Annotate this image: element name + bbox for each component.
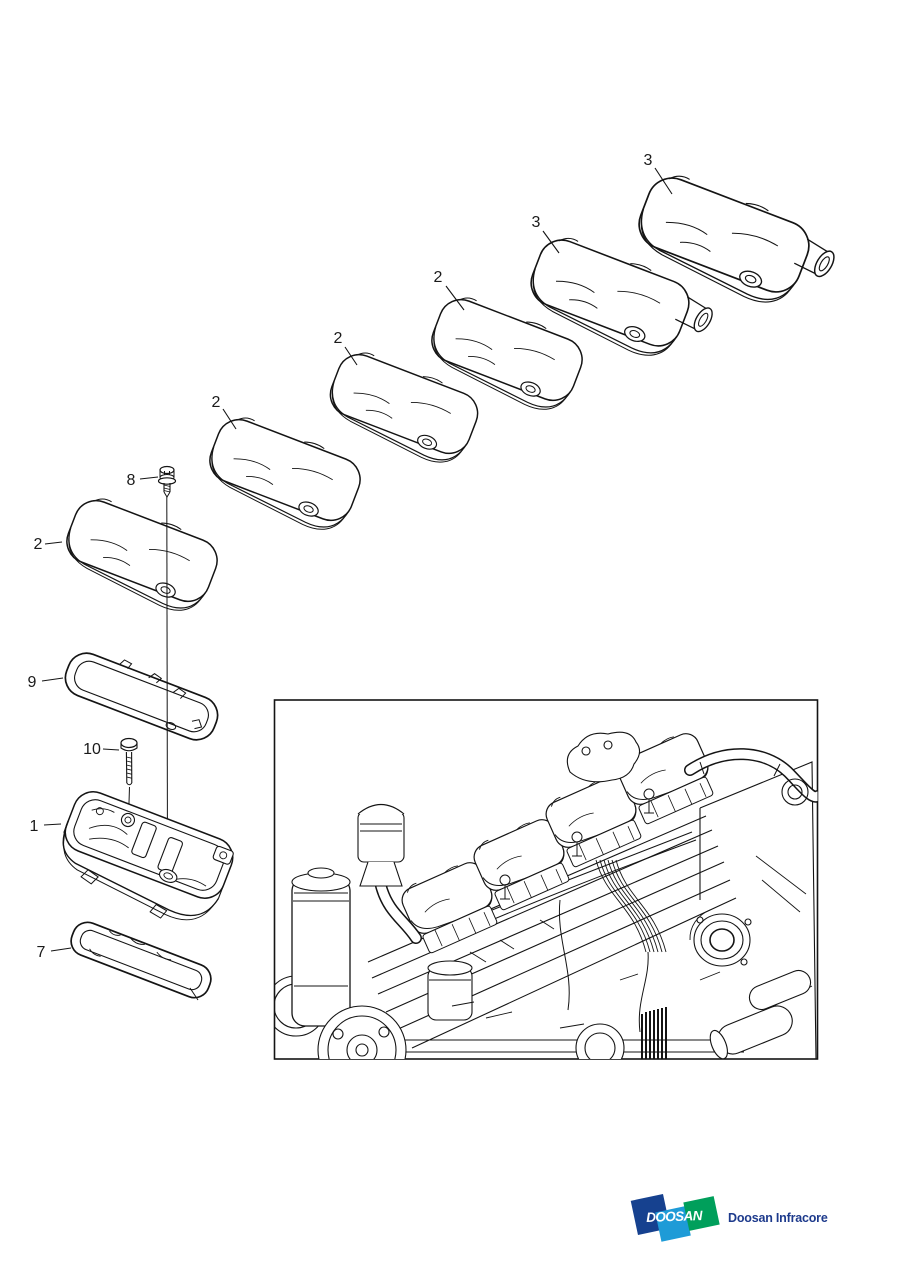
breather-screw — [157, 465, 177, 498]
lower-gasket — [70, 921, 212, 999]
logo-wordmark: DOOSAN — [645, 1208, 703, 1225]
assembly-axis-line — [166, 496, 168, 876]
callout-2-c: 2 — [212, 394, 221, 411]
callout-2-a: 2 — [434, 269, 443, 286]
gasket-pin — [189, 987, 199, 1001]
flange-bolt — [120, 737, 138, 786]
callout-3-rear: 3 — [644, 152, 653, 169]
upper-gasket — [64, 652, 219, 741]
valve-cover-2-d — [55, 490, 226, 621]
callout-leaders — [41, 167, 673, 952]
callout-9: 9 — [28, 674, 37, 691]
valve-cover-2-c — [198, 409, 369, 540]
callout-10: 10 — [83, 741, 101, 758]
callout-3-front: 3 — [532, 214, 541, 231]
callout-8: 8 — [127, 472, 136, 489]
callout-7: 7 — [37, 944, 46, 961]
lower-head-cover — [62, 791, 234, 921]
callout-1: 1 — [30, 818, 39, 835]
callout-2-d: 2 — [34, 536, 43, 553]
doosan-logo: DOOSAN Doosan Infracore — [630, 1192, 840, 1250]
logo-company-name: Doosan Infracore — [728, 1211, 828, 1225]
engine-assembly-inset — [274, 727, 818, 1059]
callout-2-b: 2 — [334, 330, 343, 347]
